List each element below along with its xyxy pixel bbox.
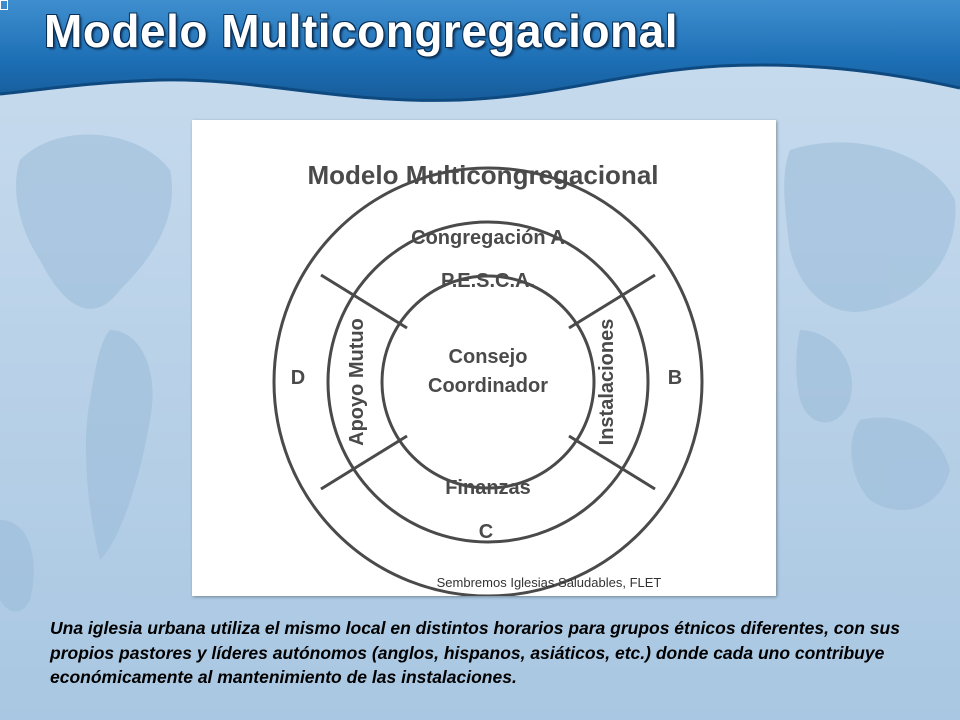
middle-label-bottom: Finanzas bbox=[445, 477, 531, 499]
slide-corner-marker bbox=[0, 0, 8, 10]
diagram-figure: Modelo Multicongregacional Congregación … bbox=[192, 120, 776, 596]
slide-title: Modelo Multicongregacional bbox=[44, 5, 679, 57]
divider-lower-left bbox=[320, 434, 408, 491]
outer-circle bbox=[272, 166, 704, 596]
divider-upper-left bbox=[320, 273, 408, 330]
header-banner bbox=[0, 0, 960, 102]
outer-label-right: B bbox=[668, 367, 682, 389]
divider-upper-right bbox=[568, 273, 656, 330]
middle-label-right: Instalaciones bbox=[596, 319, 618, 446]
diagram-svg: Modelo Multicongregacional Congregación … bbox=[272, 160, 704, 596]
diagram-title: Modelo Multicongregacional bbox=[307, 160, 658, 190]
diagram-credit: Sembremos Iglesias Saludables, FLET bbox=[437, 575, 662, 590]
middle-label-left: Apoyo Mutuo bbox=[346, 318, 368, 446]
outer-label-bottom: C bbox=[479, 521, 493, 543]
divider-lower-right bbox=[568, 434, 656, 491]
middle-circle bbox=[326, 220, 650, 544]
middle-label-top: P.E.S.C.A. bbox=[441, 270, 535, 292]
outer-label-left: D bbox=[291, 367, 305, 389]
inner-circle bbox=[380, 274, 596, 490]
center-label-line1: Consejo bbox=[449, 346, 528, 368]
slide-caption: Una iglesia urbana utiliza el mismo loca… bbox=[50, 618, 900, 687]
center-label-line2: Coordinador bbox=[428, 375, 548, 397]
outer-label-top: Congregación A bbox=[411, 227, 565, 249]
